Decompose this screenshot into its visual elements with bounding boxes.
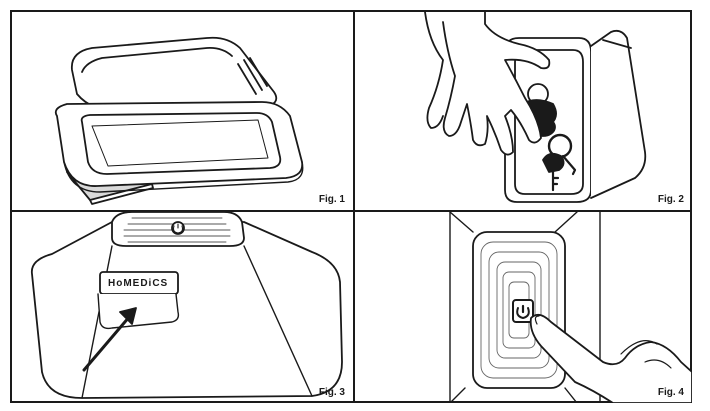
grid-divider-horizontal bbox=[12, 210, 690, 212]
figure-panel-4: Fig. 4 bbox=[355, 212, 692, 403]
figure-label: Fig. 3 bbox=[318, 387, 345, 398]
closed-case-illustration bbox=[30, 212, 343, 399]
figure-label: Fig. 1 bbox=[318, 194, 345, 205]
figure-grid: Fig. 1 Fig. 2 bbox=[10, 10, 692, 403]
grid-divider-vertical bbox=[353, 12, 355, 401]
loading-items-illustration bbox=[424, 12, 647, 203]
brand-logo: HoMEDiCS bbox=[108, 278, 169, 289]
figure-label: Fig. 4 bbox=[657, 387, 684, 398]
figure-panel-1: Fig. 1 bbox=[12, 12, 353, 210]
open-case-illustration bbox=[54, 36, 304, 205]
figure-label: Fig. 2 bbox=[657, 194, 684, 205]
figure-panel-2: Fig. 2 bbox=[355, 12, 692, 210]
power-button-illustration bbox=[449, 212, 692, 403]
figure-panel-3: HoMEDiCS Fig. 3 bbox=[12, 212, 353, 403]
